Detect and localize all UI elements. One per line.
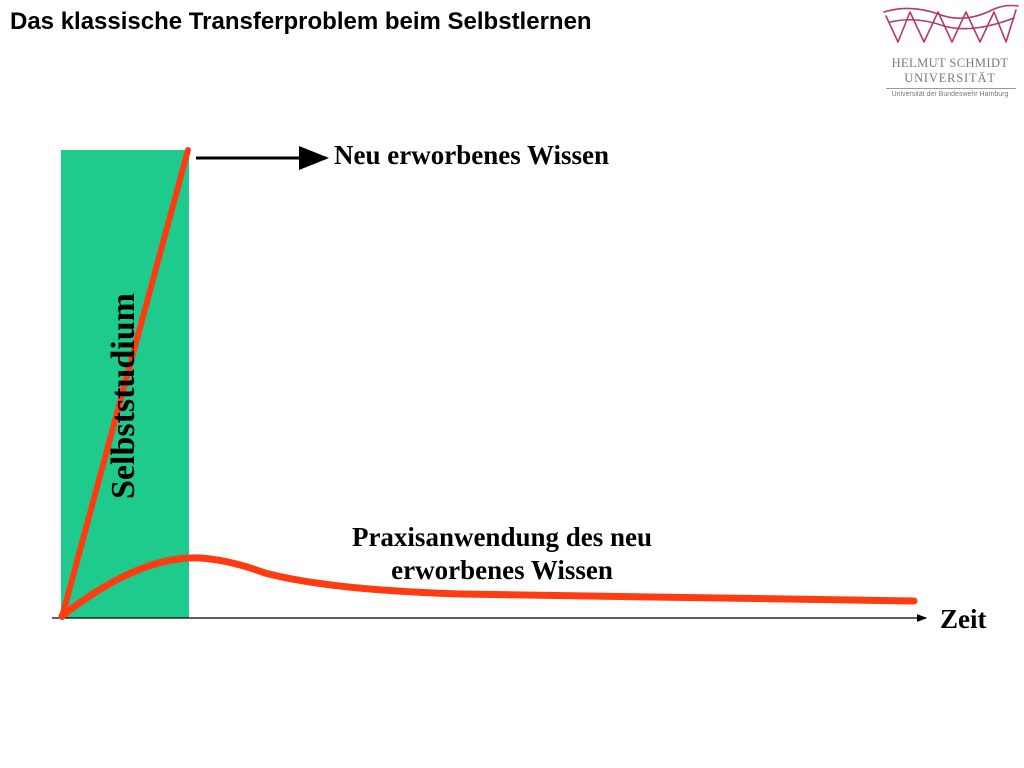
logo-emblem-icon xyxy=(883,4,1019,43)
logo-divider xyxy=(886,88,1016,89)
slide-title: Das klassische Transferproblem beim Selb… xyxy=(10,8,592,35)
practice-label-line2: erworbenes Wissen xyxy=(391,555,613,585)
practice-application-curve xyxy=(58,554,918,620)
knowledge-growth-line xyxy=(59,147,191,620)
logo-subtitle: Universität der Bundeswehr Hamburg xyxy=(891,91,1009,98)
time-axis-label: Zeit xyxy=(940,604,987,634)
self-study-label: Selbststudium xyxy=(105,293,142,499)
university-logo: HELMUT SCHMIDT UNIVERSITÄT Universität d… xyxy=(880,2,1020,106)
knowledge-label: Neu erworbenes Wissen xyxy=(334,140,609,170)
logo-name-line2: UNIVERSITÄT xyxy=(904,71,996,85)
practice-label-line1: Praxisanwendung des neu xyxy=(352,522,652,552)
logo-name-line1: HELMUT SCHMIDT xyxy=(891,56,1009,70)
